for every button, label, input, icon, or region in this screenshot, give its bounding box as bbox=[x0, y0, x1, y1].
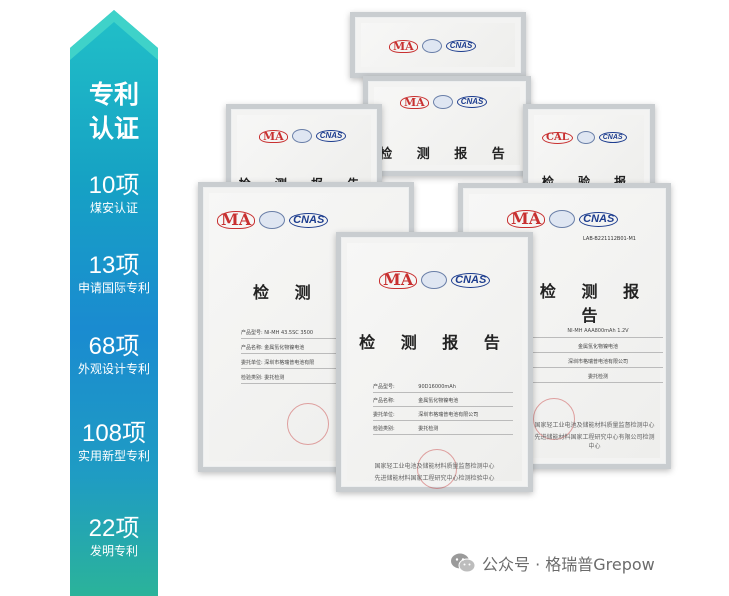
stat-coal-safety: 10项 煤安认证 bbox=[70, 172, 158, 216]
cnas-logo: CNAS bbox=[445, 40, 477, 52]
field-value: 委托检测 bbox=[264, 375, 285, 381]
stat-count: 108项 bbox=[81, 420, 147, 447]
ilac-mra-icon bbox=[549, 210, 576, 228]
issuer-line2: 先进储能材料国家工程研究中心检测检验中心 bbox=[374, 475, 495, 482]
field-model: 产品型号: NI-MH 43.5SC 3500 bbox=[241, 329, 351, 339]
banner-chevron-icon bbox=[70, 0, 158, 60]
field-product: 金属氢化物镍电池 bbox=[533, 343, 663, 353]
ma-logo: MA bbox=[400, 95, 429, 109]
stat-label: 申请国际专利 bbox=[77, 281, 150, 295]
ma-logo: MA bbox=[379, 271, 418, 289]
field-client: 深圳市格瑞普电池有限公司 bbox=[533, 358, 663, 368]
cnas-logo: CNAS bbox=[456, 96, 488, 108]
stat-label: 发明专利 bbox=[89, 544, 138, 558]
stat-utility-patent: 108项 实用新型专利 bbox=[70, 420, 158, 464]
wechat-watermark: 公众号 · 格瑞普Grepow bbox=[450, 551, 655, 575]
report-title: 检 测 报 告 bbox=[379, 147, 515, 162]
stat-label: 煤安认证 bbox=[89, 201, 138, 215]
banner-title-line2: 认证 bbox=[88, 114, 139, 143]
field-client: 委托单位: 深圳市格瑞普电池有限公司 bbox=[373, 411, 513, 421]
cnas-logo: CNAS bbox=[289, 212, 329, 228]
stat-invention-patent: 22项 发明专利 bbox=[70, 515, 158, 559]
issuer-line1: 国家轻工业电池及储能材料质量监督检测中心 bbox=[374, 463, 495, 470]
field-value: 金属氢化物镍电池 bbox=[264, 345, 305, 351]
field-value: 委托检测 bbox=[418, 426, 439, 432]
stat-count: 22项 bbox=[88, 515, 140, 542]
ilac-mra-icon bbox=[432, 95, 453, 109]
field-value: NI-MH 43.5SC 3500 bbox=[264, 330, 314, 336]
red-seal-icon bbox=[287, 403, 329, 445]
field-model: NI-MH AAA800mAh 1.2V bbox=[533, 328, 663, 338]
ilac-mra-icon bbox=[259, 211, 286, 229]
field-label: 检验类别: bbox=[373, 426, 395, 432]
field-label: 产品型号: bbox=[373, 384, 395, 390]
cal-logo: CAL bbox=[542, 131, 573, 144]
stat-intl-patent: 13项 申请国际专利 bbox=[70, 252, 158, 296]
ma-logo: MA bbox=[217, 211, 256, 229]
field-label: 产品型号: bbox=[241, 330, 263, 336]
stat-label: 实用新型专利 bbox=[77, 449, 150, 463]
field-label: 产品名称: bbox=[241, 345, 263, 351]
stat-label: 外观设计专利 bbox=[77, 362, 150, 376]
certificate-middle-top: MA CNAS 检 测 报 告 bbox=[363, 76, 531, 176]
issuer-line1: 国家轻工业电池及储能材料质量监督检测中心 bbox=[534, 422, 655, 429]
watermark-text: 公众号 · 格瑞普Grepow bbox=[482, 555, 655, 574]
field-product: 产品名称: 金属氢化物镍电池 bbox=[241, 344, 351, 354]
certificate-right-back: CAL CNAS 检 验 报 告 bbox=[523, 104, 655, 206]
stat-count: 13项 bbox=[88, 252, 140, 279]
field-label: 检验类别: bbox=[241, 375, 263, 381]
stat-count: 10项 bbox=[88, 172, 140, 199]
left-banner bbox=[70, 0, 158, 596]
stat-count: 68项 bbox=[88, 333, 140, 360]
field-client: 委托单位: 深圳市格瑞普电池有限 bbox=[241, 359, 351, 369]
ilac-mra-icon bbox=[576, 131, 595, 144]
report-title: 检 测 报 告 bbox=[539, 282, 650, 325]
certificate-back-top: MA CNAS bbox=[350, 12, 526, 78]
field-value: 深圳市格瑞普电池有限 bbox=[264, 360, 315, 366]
field-category: 检验类别: 委托检测 bbox=[373, 425, 513, 435]
wechat-icon bbox=[451, 553, 476, 573]
issuer-line2: 先进储能材料国家工程研究中心有限公司检测中心 bbox=[534, 434, 655, 450]
field-value: 90D16000mAh bbox=[418, 384, 456, 390]
field-label: 委托单位: bbox=[241, 360, 263, 366]
ma-logo: MA bbox=[259, 129, 288, 143]
lab-number: LAB-B221112B01-M1 bbox=[583, 236, 636, 242]
ilac-mra-icon bbox=[421, 271, 448, 289]
field-value: 金属氢化物镍电池 bbox=[418, 398, 459, 404]
ma-logo: MA bbox=[389, 39, 418, 53]
field-label: 产品名称: bbox=[373, 398, 395, 404]
field-category: 委托检测 bbox=[533, 373, 663, 383]
field-model: 产品型号: 90D16000mAh bbox=[373, 383, 513, 393]
field-product: 产品名称: 金属氢化物镍电池 bbox=[373, 397, 513, 407]
field-category: 检验类别: 委托检测 bbox=[241, 374, 351, 384]
report-title: 检 测 报 告 bbox=[359, 333, 510, 352]
field-value: 深圳市格瑞普电池有限公司 bbox=[418, 412, 479, 418]
cnas-logo: CNAS bbox=[315, 130, 347, 142]
certificate-front: MA CNAS 检 测 报 告 产品型号: 90D16000mAh 产品名称: … bbox=[336, 232, 533, 492]
ma-logo: MA bbox=[507, 210, 546, 228]
cnas-logo: CNAS bbox=[451, 272, 491, 288]
banner-title-line1: 专利 bbox=[88, 80, 139, 109]
ilac-mra-icon bbox=[421, 39, 442, 53]
stat-design-patent: 68项 外观设计专利 bbox=[70, 333, 158, 377]
cnas-logo: CNAS bbox=[579, 211, 619, 227]
ilac-mra-icon bbox=[291, 129, 312, 143]
field-label: 委托单位: bbox=[373, 412, 395, 418]
red-seal-icon bbox=[417, 449, 457, 489]
red-seal-icon bbox=[533, 398, 575, 440]
cnas-logo: CNAS bbox=[598, 132, 627, 143]
